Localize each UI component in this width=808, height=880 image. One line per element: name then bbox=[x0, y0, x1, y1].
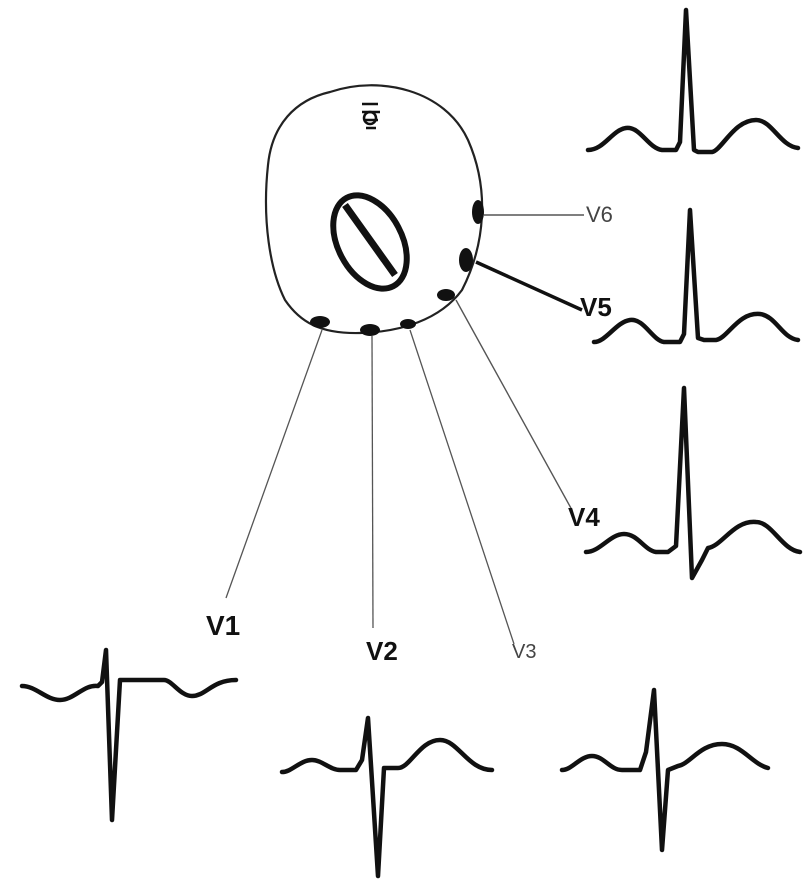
heart-icon bbox=[318, 183, 421, 301]
label-v4: V4 bbox=[568, 504, 600, 530]
leader-line-v2 bbox=[372, 336, 373, 628]
label-v1: V1 bbox=[206, 612, 240, 640]
ecg-trace-v5 bbox=[594, 210, 798, 342]
spine-icon bbox=[362, 104, 380, 128]
leader-line-v1 bbox=[226, 330, 322, 598]
label-v2-text: V2 bbox=[366, 636, 398, 666]
leader-line-v4 bbox=[456, 300, 572, 510]
electrode-v5 bbox=[459, 248, 473, 272]
ecg-traces bbox=[22, 10, 800, 876]
electrode-v6 bbox=[472, 200, 484, 224]
label-v6: V6 bbox=[586, 204, 613, 226]
label-v4-text: V4 bbox=[568, 502, 600, 532]
ecg-trace-v6 bbox=[588, 10, 798, 152]
leader-line-v5 bbox=[476, 262, 582, 310]
label-v6-text: V6 bbox=[586, 202, 613, 227]
ecg-trace-v3 bbox=[562, 690, 768, 850]
ecg-trace-v4 bbox=[586, 388, 800, 578]
ecg-trace-v1 bbox=[22, 650, 236, 820]
electrode-v2 bbox=[360, 324, 380, 336]
electrode-v1 bbox=[310, 316, 330, 328]
label-v3-text: V3 bbox=[512, 641, 536, 663]
label-v2: V2 bbox=[366, 638, 398, 664]
label-v5-text: V5 bbox=[580, 292, 612, 322]
ecg-trace-v2 bbox=[282, 718, 492, 876]
label-v1-text: V1 bbox=[206, 610, 240, 641]
label-v5: V5 bbox=[580, 294, 612, 320]
electrode-v3 bbox=[400, 319, 416, 329]
leader-lines bbox=[226, 215, 584, 644]
electrode-v4 bbox=[437, 289, 455, 301]
label-v3: V3 bbox=[512, 642, 536, 662]
